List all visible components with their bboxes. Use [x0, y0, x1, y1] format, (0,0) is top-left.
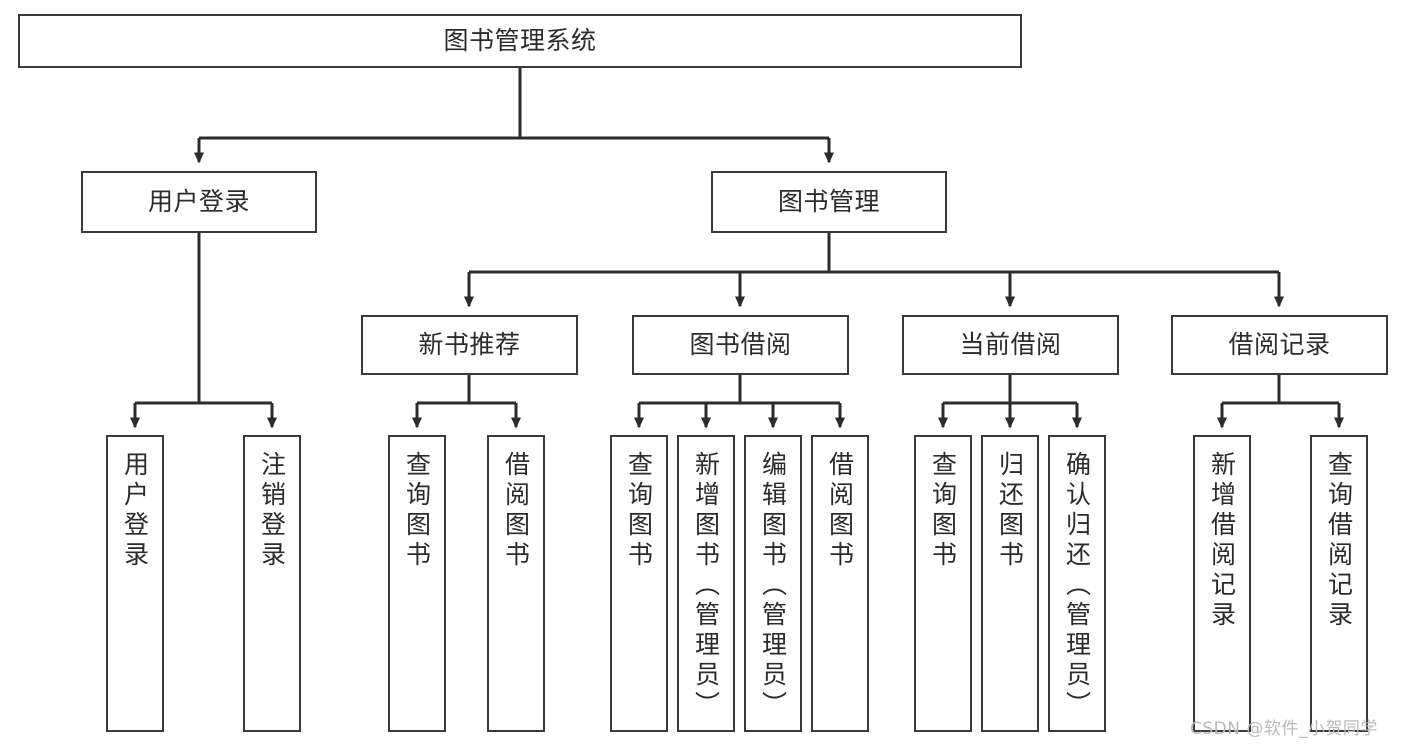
node-leaf-logout-login-label: 注销登录	[257, 451, 287, 571]
node-leaf-query-borrow-record-label: 查询借阅记录	[1324, 451, 1354, 631]
node-book-management-label: 图书管理	[777, 187, 880, 216]
node-leaf-query-book-current[interactable]: 查询图书	[914, 435, 972, 732]
node-new-book-recommend-label: 新书推荐	[418, 330, 521, 359]
watermark: CSDN @软件_小贺同学	[1190, 719, 1378, 739]
node-leaf-add-borrow-record[interactable]: 新增借阅记录	[1193, 435, 1251, 732]
node-leaf-query-book-current-label: 查询图书	[928, 451, 958, 571]
node-current-borrow-label: 当前借阅	[959, 330, 1062, 359]
node-borrow-record-label: 借阅记录	[1228, 330, 1331, 359]
node-leaf-confirm-return-admin-label: 确认归还（管理员）	[1062, 451, 1092, 721]
node-leaf-return-book-label: 归还图书	[995, 451, 1025, 571]
node-user-login-label: 用户登录	[147, 187, 250, 216]
node-leaf-query-book-recommend-label: 查询图书	[402, 451, 432, 571]
node-current-borrow[interactable]: 当前借阅	[902, 315, 1119, 375]
node-leaf-edit-book-admin[interactable]: 编辑图书（管理员）	[744, 435, 802, 732]
node-leaf-confirm-return-admin[interactable]: 确认归还（管理员）	[1048, 435, 1106, 732]
node-root[interactable]: 图书管理系统	[18, 14, 1022, 68]
node-leaf-query-book-borrow-label: 查询图书	[624, 451, 654, 571]
node-leaf-add-book-admin[interactable]: 新增图书（管理员）	[677, 435, 735, 732]
node-leaf-borrow-book-recommend[interactable]: 借阅图书	[487, 435, 545, 732]
node-user-login[interactable]: 用户登录	[81, 171, 317, 233]
node-root-label: 图书管理系统	[443, 26, 597, 55]
node-leaf-borrow-book-label: 借阅图书	[825, 451, 855, 571]
node-book-borrow-label: 图书借阅	[689, 330, 792, 359]
node-leaf-borrow-book-recommend-label: 借阅图书	[501, 451, 531, 571]
node-leaf-query-book-recommend[interactable]: 查询图书	[388, 435, 446, 732]
node-leaf-edit-book-admin-label: 编辑图书（管理员）	[758, 451, 788, 721]
node-book-management[interactable]: 图书管理	[711, 171, 947, 233]
node-leaf-add-borrow-record-label: 新增借阅记录	[1207, 451, 1237, 631]
node-leaf-borrow-book[interactable]: 借阅图书	[811, 435, 869, 732]
node-leaf-user-login-label: 用户登录	[120, 451, 150, 571]
node-book-borrow[interactable]: 图书借阅	[632, 315, 849, 375]
node-leaf-query-borrow-record[interactable]: 查询借阅记录	[1310, 435, 1368, 732]
node-borrow-record[interactable]: 借阅记录	[1171, 315, 1388, 375]
node-leaf-query-book-borrow[interactable]: 查询图书	[610, 435, 668, 732]
node-new-book-recommend[interactable]: 新书推荐	[361, 315, 578, 375]
node-leaf-add-book-admin-label: 新增图书（管理员）	[691, 451, 721, 721]
node-leaf-user-login[interactable]: 用户登录	[106, 435, 164, 732]
node-leaf-logout-login[interactable]: 注销登录	[243, 435, 301, 732]
node-leaf-return-book[interactable]: 归还图书	[981, 435, 1039, 732]
